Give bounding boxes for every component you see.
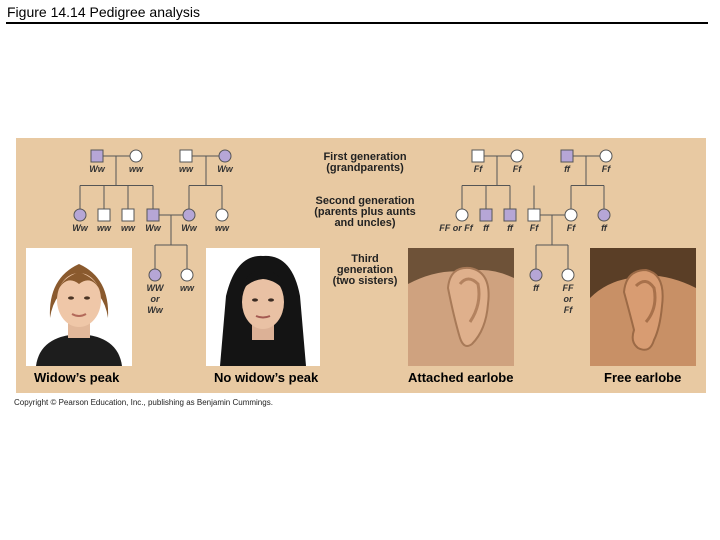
gen1-individual-female (129, 149, 143, 163)
second-generation-line-2: (parents plus aunts (314, 206, 416, 218)
gen1-genotype-label: Ff (474, 164, 483, 174)
gen3-genotype-label: ww (180, 283, 195, 293)
gen2-genotype-label: Ww (72, 223, 88, 233)
gen2-genotype-label: Ff (530, 223, 539, 233)
gen1-individual-male (90, 149, 104, 163)
gen2-individual-female (73, 208, 87, 222)
gen2-individual-female (597, 208, 611, 222)
gen3-genotype-label: ff (533, 283, 540, 293)
third-generation-line-3: (two sisters) (332, 275, 398, 287)
third-generation-line-2: generation (336, 264, 394, 276)
gen1-genotype-label: ww (179, 164, 194, 174)
gen2-individual-female (455, 208, 469, 222)
gen2-genotype-label: Ff (567, 223, 576, 233)
third-generation-label: Third generation (two sisters) (322, 254, 408, 287)
page-title: Figure 14.14 Pedigree analysis (7, 4, 201, 20)
second-generation-label: Second generation (parents plus aunts an… (306, 196, 424, 229)
gen2-individual-female (564, 208, 578, 222)
gen2-genotype-label: ww (97, 223, 112, 233)
gen2-individual-female (215, 208, 229, 222)
gen2-individual-male (479, 208, 493, 222)
gen1-individual-male (471, 149, 485, 163)
gen3-individual-female (561, 268, 575, 282)
free-earlobe-caption: Free earlobe (604, 370, 682, 385)
gen2-individual-male (121, 208, 135, 222)
no-widow-peak-caption: No widow’s peak (214, 370, 319, 385)
gen2-individual-male (97, 208, 111, 222)
gen1-genotype-label: ww (129, 164, 144, 174)
attached-earlobe-photo (408, 248, 514, 366)
gen1-genotype-label: Ff (513, 164, 522, 174)
title-rule (6, 22, 708, 24)
gen2-individual-male (146, 208, 160, 222)
gen2-individual-male (503, 208, 517, 222)
gen3-individual-female (180, 268, 194, 282)
gen1-individual-male (560, 149, 574, 163)
gen2-genotype-label: FF or Ff (439, 223, 473, 233)
gen1-genotype-label: Ff (602, 164, 611, 174)
gen2-genotype-label: ww (215, 223, 230, 233)
gen1-genotype-label: Ww (217, 164, 233, 174)
gen3-individual-female (529, 268, 543, 282)
second-generation-line-1: Second generation (315, 195, 415, 207)
first-generation-line-2: (grandparents) (326, 162, 404, 174)
gen2-genotype-label: ff (601, 223, 608, 233)
gen1-genotype-label: ff (564, 164, 571, 174)
gen1-individual-male (179, 149, 193, 163)
gen1-individual-female (218, 149, 232, 163)
gen1-individual-female (599, 149, 613, 163)
widow-peak-photo (26, 248, 132, 366)
gen2-genotype-label: ff (507, 223, 514, 233)
third-generation-line-1: Third (351, 253, 379, 265)
gen2-individual-male (527, 208, 541, 222)
copyright-note: Copyright © Pearson Education, Inc., pub… (14, 398, 273, 407)
free-earlobe-photo (590, 248, 696, 366)
gen1-genotype-label: Ww (89, 164, 105, 174)
first-generation-label: First generation (grandparents) (312, 152, 418, 174)
gen2-genotype-label: ff (483, 223, 490, 233)
second-generation-line-3: and uncles) (334, 217, 396, 229)
gen3-individual-female (148, 268, 162, 282)
gen1-individual-female (510, 149, 524, 163)
gen2-genotype-label: Ww (145, 223, 161, 233)
no-widow-peak-photo (206, 248, 320, 366)
gen2-genotype-label: ww (121, 223, 136, 233)
first-generation-line-1: First generation (323, 151, 407, 163)
attached-earlobe-caption: Attached earlobe (408, 370, 514, 385)
widow-peak-caption: Widow’s peak (34, 370, 120, 385)
gen2-genotype-label: Ww (181, 223, 197, 233)
gen2-individual-female (182, 208, 196, 222)
